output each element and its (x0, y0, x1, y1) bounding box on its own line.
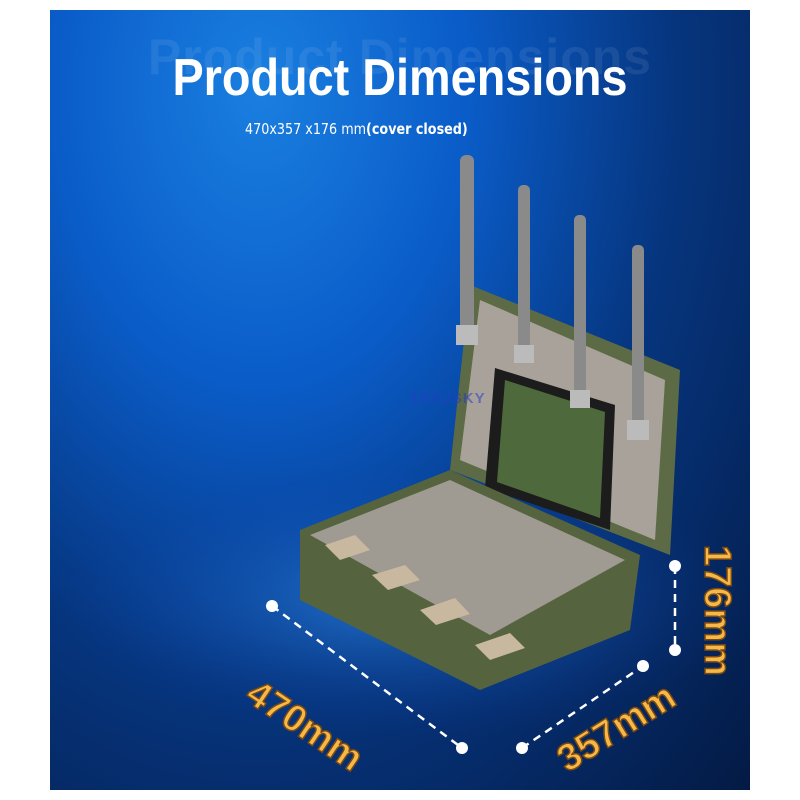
title-shadow: Product Dimensions (147, 29, 653, 85)
page-title: Product Dimensions (172, 49, 628, 107)
map-display (497, 380, 605, 518)
subtitle: 470x357 x176 mm(cover closed) (245, 120, 468, 138)
height-label: 176mm (695, 544, 739, 676)
subtitle-dimensions: 470x357 x176 mm (245, 120, 367, 138)
base-panel (310, 480, 625, 635)
storage-cups (325, 535, 525, 660)
subtitle-note: (cover closed) (366, 120, 468, 138)
watermark-logo: TATUSKY (410, 390, 486, 407)
antennas (456, 155, 649, 440)
dimension-lines (266, 560, 681, 754)
